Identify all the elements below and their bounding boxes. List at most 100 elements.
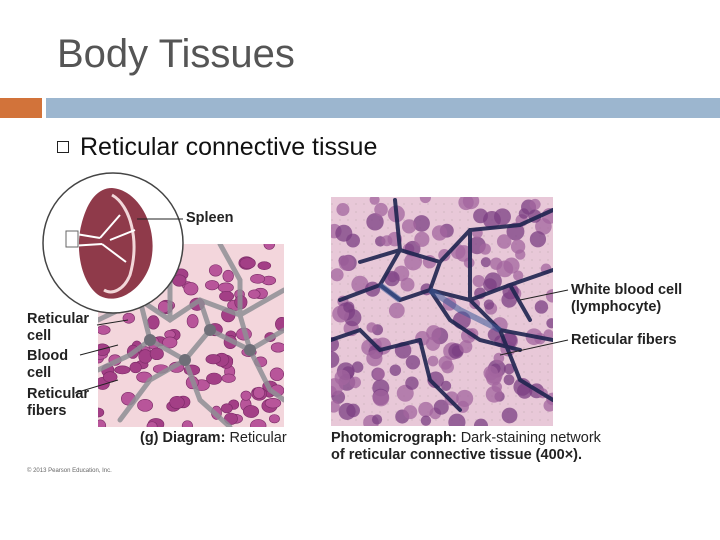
blood-cell <box>98 407 105 418</box>
lymphocyte <box>427 355 439 367</box>
lymphocyte <box>403 405 418 420</box>
photomicrograph-panel <box>331 197 553 426</box>
blood-cell <box>250 419 267 427</box>
blood-cell <box>222 269 234 283</box>
lymphocyte <box>374 202 388 217</box>
lymphocyte <box>420 415 432 426</box>
lymphocyte <box>413 215 430 232</box>
lymphocyte <box>496 234 512 249</box>
blood-cell <box>98 325 111 335</box>
spleen-inset <box>42 172 184 314</box>
blood-cell <box>250 274 266 284</box>
blood-cell <box>146 421 158 427</box>
blood-cell <box>149 347 164 361</box>
blood-cell <box>205 354 222 365</box>
lymphocyte <box>534 300 549 314</box>
label-blood-cell: Blood cell <box>27 348 68 382</box>
lymphocyte <box>493 352 505 364</box>
lymphocyte <box>455 245 473 262</box>
lymphocyte <box>546 318 553 329</box>
lymphocyte <box>489 257 503 270</box>
lymphocyte <box>483 299 495 310</box>
lymphocyte <box>545 289 553 303</box>
lymphocyte <box>405 376 419 390</box>
label-white-blood-cell: White blood cell (lymphocyte) <box>571 282 682 316</box>
blood-cell <box>206 372 223 385</box>
caption-photo-rest: Dark-staining network <box>460 430 601 446</box>
lymphocyte <box>518 208 530 219</box>
lymphocyte <box>543 399 553 412</box>
blood-cell <box>239 257 256 269</box>
lymphocyte <box>414 231 430 247</box>
blood-cell <box>181 420 193 427</box>
blood-cell <box>162 336 178 349</box>
label-reticular-fibers-right: Reticular fibers <box>571 332 677 348</box>
lymphocyte <box>484 272 502 290</box>
lymphocyte <box>479 243 491 255</box>
lymphocyte <box>366 213 384 231</box>
caption-diagram-bold: (g) Diagram: <box>140 430 226 446</box>
blood-cell <box>268 414 280 424</box>
caption-diagram-rest: Reticular <box>229 430 287 446</box>
lymphocyte <box>459 340 473 354</box>
lymphocyte <box>501 407 518 424</box>
lymphocyte <box>351 361 364 373</box>
label-reticular-cell: Reticular cell <box>27 311 89 345</box>
lymphocyte <box>331 400 340 413</box>
lymphocyte <box>480 257 491 268</box>
lymphocyte <box>338 402 356 420</box>
lymphocyte <box>388 302 405 319</box>
lymphocyte <box>389 364 402 376</box>
lymphocyte <box>472 275 485 288</box>
lymphocyte <box>366 322 377 333</box>
lymphocyte <box>441 360 454 374</box>
lymphocyte <box>373 368 385 380</box>
blood-cell <box>217 282 234 293</box>
accent-bar-blue <box>46 98 720 118</box>
lymphocyte <box>473 208 488 224</box>
lymphocyte <box>331 351 340 368</box>
lymphocyte <box>431 225 448 241</box>
lymphocyte <box>331 378 344 396</box>
lymphocyte <box>338 255 355 271</box>
lymphocyte <box>351 275 369 294</box>
blood-cell <box>221 373 236 383</box>
lymphocyte <box>503 257 520 274</box>
lymphocyte <box>335 224 353 242</box>
blood-cell <box>248 289 261 299</box>
lymphocyte <box>349 376 361 389</box>
slide-title: Body Tissues <box>57 32 295 76</box>
lymphocyte <box>400 277 415 292</box>
lymphocyte <box>405 355 421 370</box>
label-blood-cell-line1: Blood <box>27 348 69 364</box>
lymphocyte <box>433 399 449 415</box>
lymphocyte <box>473 418 488 426</box>
lymphocyte <box>419 197 431 204</box>
label-blood-cell-line2: cell <box>27 365 52 381</box>
lymphocyte <box>535 218 552 235</box>
blood-cell <box>253 386 265 399</box>
lymphocyte <box>369 197 380 205</box>
lymphocyte <box>494 208 511 226</box>
lymphocyte <box>529 231 547 248</box>
blood-cell <box>264 398 282 409</box>
bullet-text: Reticular connective tissue <box>80 133 378 161</box>
blood-cell <box>221 403 233 414</box>
blood-cell <box>98 343 111 356</box>
blood-cell <box>98 419 107 427</box>
label-reticular-fibers-line2: fibers <box>27 403 67 419</box>
lymphocyte <box>440 380 452 391</box>
blood-cell <box>186 314 199 329</box>
label-spleen: Spleen <box>186 210 234 226</box>
blood-cell <box>169 396 185 410</box>
lymphocyte <box>513 270 524 281</box>
label-wbc-line1: White blood cell <box>571 282 683 298</box>
blood-cell <box>269 367 284 381</box>
blood-cell <box>208 264 223 277</box>
lymphocyte <box>401 219 417 234</box>
lymphocyte <box>372 389 390 407</box>
leader-lines-left <box>74 218 183 394</box>
blood-cell <box>257 261 272 270</box>
caption-photomicrograph: Photomicrograph: Dark-staining network o… <box>331 430 601 464</box>
